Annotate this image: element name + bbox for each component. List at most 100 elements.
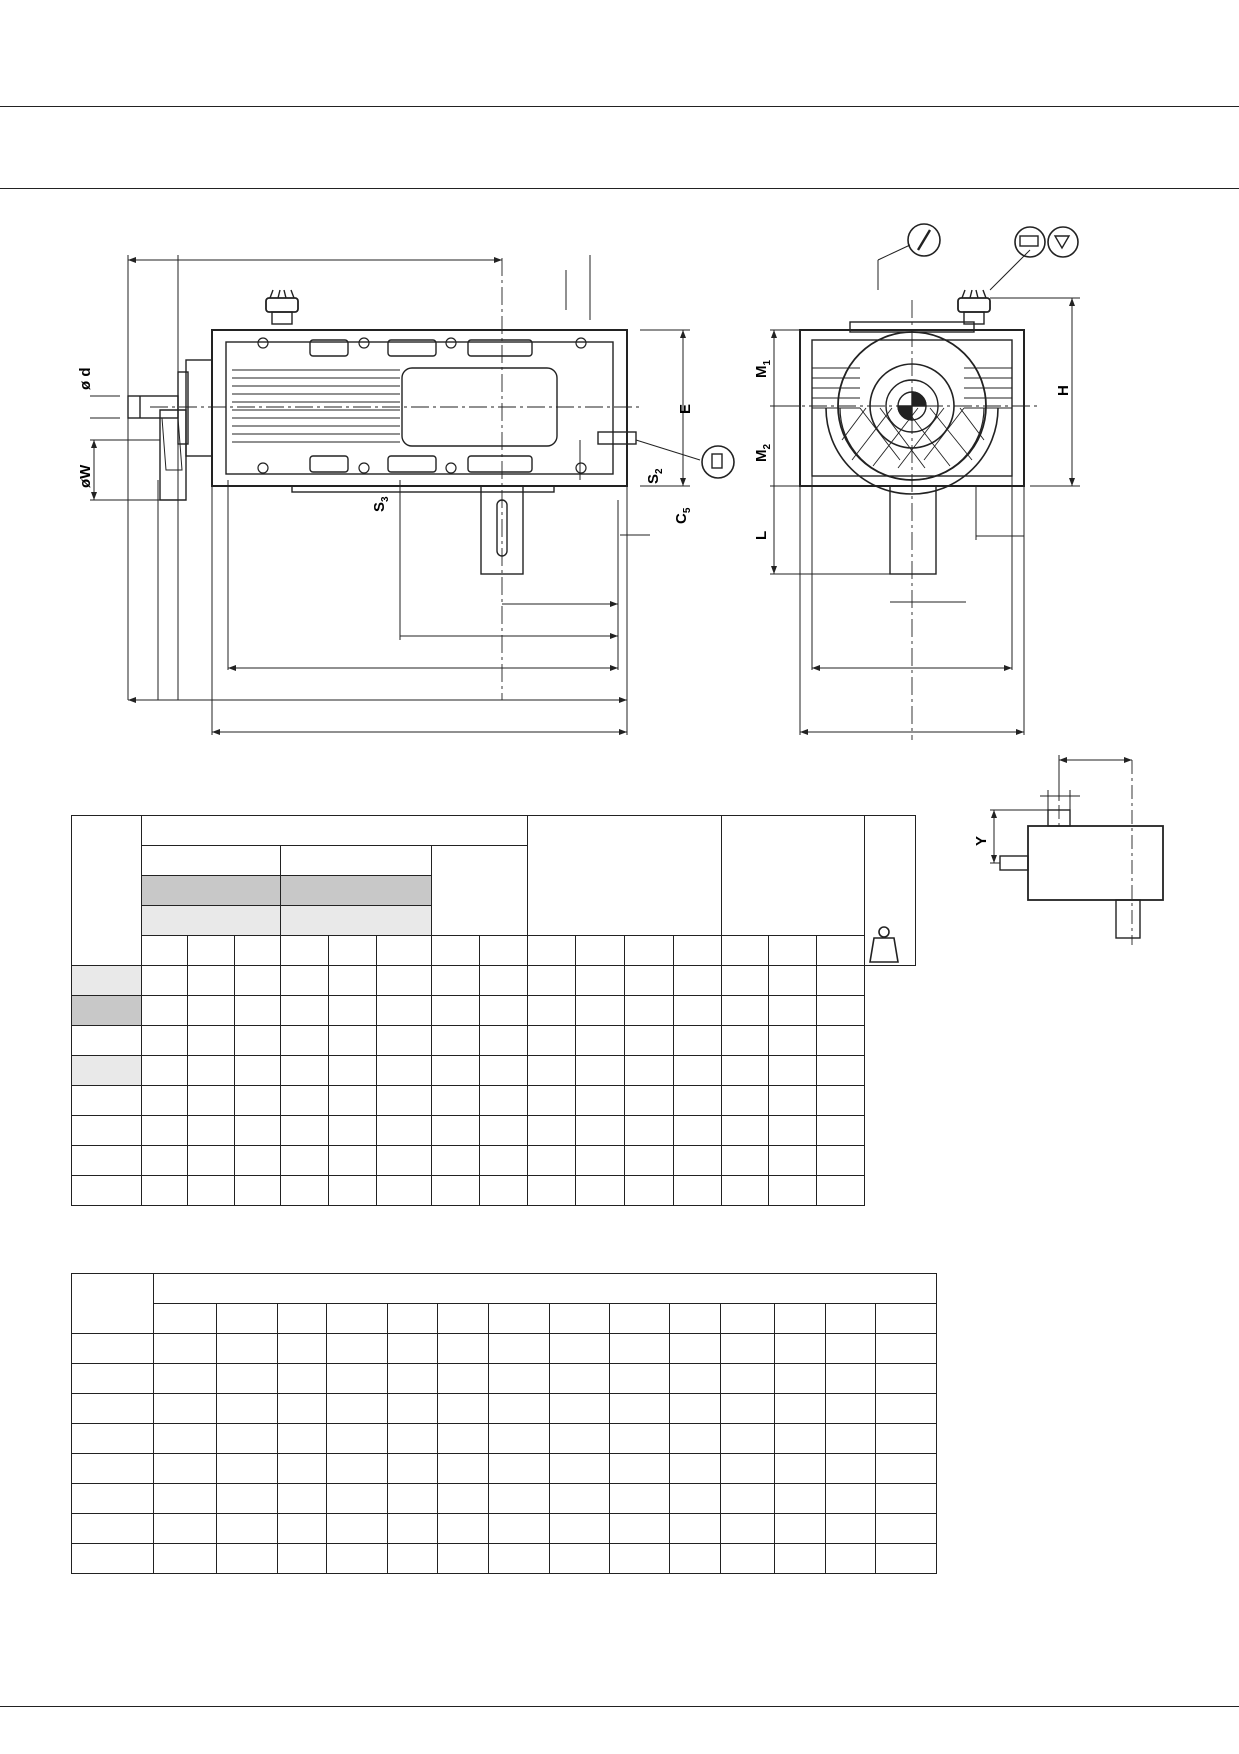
table-cell [234, 965, 281, 996]
table-cell [328, 1085, 377, 1116]
table-cell [548, 1453, 611, 1484]
table-cell [768, 965, 817, 996]
table-cell [548, 1423, 611, 1454]
table-cell [874, 1303, 938, 1334]
table-subheader-row [72, 1303, 938, 1334]
table-cell [874, 1513, 938, 1544]
table-cell [487, 1363, 550, 1394]
table-cell [376, 1055, 432, 1086]
table-cell [215, 1423, 278, 1454]
table-header-cell [152, 1273, 938, 1304]
table-cell [326, 1303, 388, 1334]
table-cell [719, 1303, 776, 1334]
table-cell [187, 995, 235, 1026]
table-cell [71, 1333, 154, 1364]
dim-label-s3: S3 [371, 496, 391, 512]
table-cell [824, 1483, 876, 1514]
table-cell [575, 965, 625, 996]
table-row [71, 1513, 938, 1544]
table-cell [527, 1025, 576, 1056]
table-cell [719, 1393, 776, 1424]
side-view [770, 223, 1080, 740]
table-cell [328, 1175, 377, 1206]
table-cell [774, 1483, 826, 1514]
table-cell [386, 1333, 439, 1364]
table-cell [774, 1513, 826, 1544]
table-cell [431, 1055, 480, 1086]
table-header-cell [431, 845, 528, 936]
table-cell [280, 1115, 329, 1146]
table-cell [479, 1115, 528, 1146]
table-row [71, 1423, 938, 1454]
dimension-table-lower [71, 1273, 938, 1574]
table-cell [141, 1115, 188, 1146]
table-cell [774, 1453, 826, 1484]
table-cell [215, 1483, 278, 1514]
table-cell [326, 1543, 388, 1574]
table-cell [719, 1333, 776, 1364]
dim-label-e: E [677, 404, 694, 414]
table-cell [673, 1055, 722, 1086]
table-cell [673, 1085, 722, 1116]
table-cell [187, 1175, 235, 1206]
table-cell [719, 1543, 776, 1574]
table-cell [669, 1513, 721, 1544]
table-cell [141, 965, 188, 996]
dim-label-y: Y [973, 836, 990, 846]
table-cell [824, 1333, 876, 1364]
table-cell [326, 1333, 388, 1364]
table-cell [548, 1393, 611, 1424]
table-cell [234, 1115, 281, 1146]
table-cell [874, 1543, 938, 1574]
table-cell [774, 1543, 826, 1574]
table-cell [437, 1513, 489, 1544]
table-cell [276, 1303, 328, 1334]
table-cell [719, 1453, 776, 1484]
table-cell [328, 995, 377, 1026]
table-cell [487, 1513, 550, 1544]
table-cell [276, 1333, 328, 1364]
table-cell [141, 1055, 188, 1086]
table-cell [874, 1333, 938, 1364]
table-cell [479, 1055, 528, 1086]
table-cell [280, 1055, 329, 1086]
table-cell [721, 1025, 769, 1056]
table-row [71, 1363, 938, 1394]
dim-label-l: L [753, 531, 770, 540]
table-cell [609, 1543, 671, 1574]
table-cell [431, 1145, 480, 1176]
table-cell [326, 1423, 388, 1454]
table-cell [575, 1055, 625, 1086]
table-cell [141, 1175, 188, 1206]
table-cell [141, 1085, 188, 1116]
table-cell [669, 1543, 721, 1574]
table-cell [71, 1393, 154, 1424]
table-cell [328, 935, 377, 966]
table-cell [376, 1175, 432, 1206]
table-cell [437, 1303, 489, 1334]
table-cell [721, 1175, 769, 1206]
table-cell [215, 1543, 278, 1574]
table-cell [479, 995, 528, 1026]
table-cell [824, 1393, 876, 1424]
table-cell [376, 1145, 432, 1176]
table-cell [479, 1085, 528, 1116]
table-corner-cell [71, 815, 142, 966]
table-cell [721, 935, 769, 966]
table-cell [874, 1453, 938, 1484]
table-cell [719, 1513, 776, 1544]
table-cell [280, 965, 329, 996]
table-cell [768, 1175, 817, 1206]
table-cell [71, 1483, 154, 1514]
table-cell [609, 1393, 671, 1424]
table-cell [431, 995, 480, 1026]
table-cell [386, 1483, 439, 1514]
wrench-icon [907, 223, 941, 257]
table-cell [376, 1025, 432, 1056]
table-cell [431, 1025, 480, 1056]
table-cell [479, 1145, 528, 1176]
table-cell [215, 1513, 278, 1544]
table-cell [71, 1175, 142, 1206]
table-cell [276, 1453, 328, 1484]
table-cell [215, 1393, 278, 1424]
